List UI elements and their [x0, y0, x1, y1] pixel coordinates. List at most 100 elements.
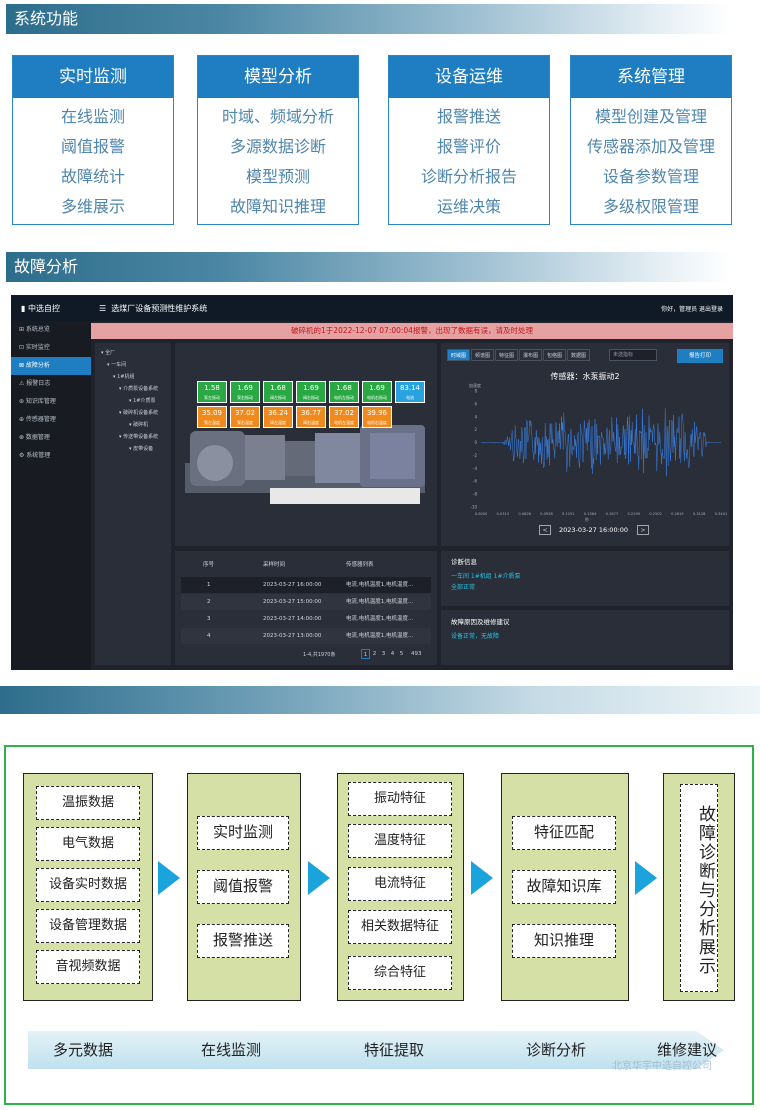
nav-item[interactable]: ⊛ 知识库管理 [19, 398, 56, 405]
system-title: ☰ 选煤厂设备预测性维护系统 [99, 304, 208, 313]
stage-label: 特征提取 [364, 1041, 425, 1059]
table-cell: 2023-03-27 13:00:00 [263, 633, 322, 639]
wave-tab[interactable]: 数据图 [567, 349, 590, 361]
report-print-button[interactable]: 报告打印 [677, 349, 723, 363]
diag-title: 诊断信息 [451, 558, 477, 566]
wave-tab[interactable]: 频谱图 [471, 349, 494, 361]
page-button[interactable]: 5 [399, 651, 404, 657]
nav-item[interactable]: ⊗ 数据管理 [19, 434, 50, 441]
tree-node[interactable]: ▾ 破碎机 [129, 422, 149, 428]
next-date-button[interactable]: > [637, 525, 649, 535]
nav-item[interactable]: ⊡ 实时监控 [19, 344, 50, 351]
x-tick-label: 0.3441 [715, 512, 728, 516]
flow-item: 温度特征 [348, 824, 452, 858]
card-list: 在线监测阈值报警故障统计多维展示 [13, 98, 173, 222]
y-tick-label: -2 [473, 453, 477, 458]
app-screenshot: ▮ 中选自控 ☰ 选煤厂设备预测性维护系统 你好，管理员 退出登录 ⊞ 系统总览… [11, 295, 733, 670]
flow-arrow [308, 861, 330, 895]
x-tick-label: 0.0938 [540, 512, 553, 516]
wave-tab[interactable]: 瀑布图 [519, 349, 542, 361]
tree-node[interactable]: ▾ 破碎机设备系统 [119, 410, 159, 416]
tree-node[interactable]: ▾ 介质泵设备系统 [119, 386, 159, 392]
table-cell: 4 [207, 633, 211, 639]
card-list-item: 时域、频域分析 [221, 107, 334, 126]
tree-node[interactable]: ▾ 传送带设备系统 [119, 434, 159, 440]
tree-node[interactable]: ▾ 全厂 [101, 350, 116, 356]
card-list-item: 报警推送 [436, 107, 501, 126]
sensor-value: 39.96 [366, 409, 388, 417]
nav-item[interactable]: ⚙ 系统管理 [19, 452, 51, 459]
page-button[interactable]: 1 [361, 649, 370, 659]
flow-arrow [158, 861, 180, 895]
nav-item[interactable]: ⊠ 故障分析 [11, 357, 91, 375]
page-button[interactable]: 493 [411, 651, 422, 657]
x-tick-label: 0.0313 [497, 512, 510, 516]
page-button[interactable]: 3 [381, 651, 386, 657]
wave-tab[interactable]: 包络图 [543, 349, 566, 361]
sensor-label: 阀右温度 [303, 420, 319, 425]
logo-text: 中选自控 [27, 304, 60, 313]
page-button[interactable]: 2 [372, 651, 377, 657]
top-bar: ▮ 中选自控 ☰ 选煤厂设备预测性维护系统 你好，管理员 退出登录 [11, 295, 733, 321]
waveform-series [480, 408, 722, 477]
sensor-value: 1.68 [336, 384, 352, 392]
flow-arrow [635, 861, 657, 895]
sensor-value: 35.09 [201, 409, 223, 417]
nav-item[interactable]: ⊞ 系统总览 [19, 326, 50, 333]
sensor-value: 37.02 [234, 409, 256, 417]
tree-node[interactable]: ▾ 1#介质泵 [129, 398, 156, 404]
flow-item-display: 故障诊断与分析展示 [680, 784, 718, 992]
card-list: 报警推送报警评价诊断分析报告运维决策 [389, 98, 549, 222]
tree-node[interactable]: ▾ 一车间 [107, 362, 127, 368]
flow-item: 温振数据 [36, 786, 140, 820]
flow-item: 故障知识库 [512, 870, 616, 904]
x-tick-label: 0.0000 [475, 512, 488, 516]
y-tick-label: -10 [470, 505, 477, 510]
wave-tab[interactable]: 时域图 [447, 349, 470, 361]
prev-date-button[interactable]: < [539, 525, 551, 535]
card-title: 实时监测 [13, 56, 173, 98]
card-list-item: 故障统计 [60, 167, 125, 186]
page-button[interactable]: 4 [390, 651, 395, 657]
sensor-value: 1.69 [237, 384, 253, 392]
company-watermark: 北京华宇中选自控公司 [612, 1061, 712, 1072]
sensor-label: 电流 [406, 395, 414, 400]
wave-tab[interactable]: 特征图 [495, 349, 518, 361]
section-title-functions: 系统功能 [6, 4, 730, 34]
indicator-select[interactable]: 未选指标 [609, 349, 657, 361]
x-tick-label: 0.0626 [518, 512, 531, 516]
card-list-item: 诊断分析报告 [420, 167, 517, 186]
x-tick-label: 0.1877 [606, 512, 619, 516]
tree-node[interactable]: ▾ 1#机组 [113, 374, 135, 380]
sensor-label: 电机左温度 [334, 420, 354, 425]
tree-node[interactable]: ▾ 皮带设备 [129, 446, 154, 452]
section-title-flow [0, 686, 760, 714]
flow-item: 阈值报警 [197, 870, 289, 904]
table-header: 序号采样时间传感器列表 [181, 557, 431, 573]
nav-item[interactable]: ⊕ 传感器管理 [19, 416, 56, 423]
sensor-value: 1.69 [369, 384, 385, 392]
x-tick-label: 0.1251 [562, 512, 575, 516]
sensor-label: 阀左振动 [270, 395, 286, 400]
user-menu[interactable]: 你好，管理员 退出登录 [661, 306, 723, 313]
nav-item[interactable]: ⚠ 报警日志 [19, 380, 51, 387]
card-list-item: 模型预测 [245, 167, 310, 186]
